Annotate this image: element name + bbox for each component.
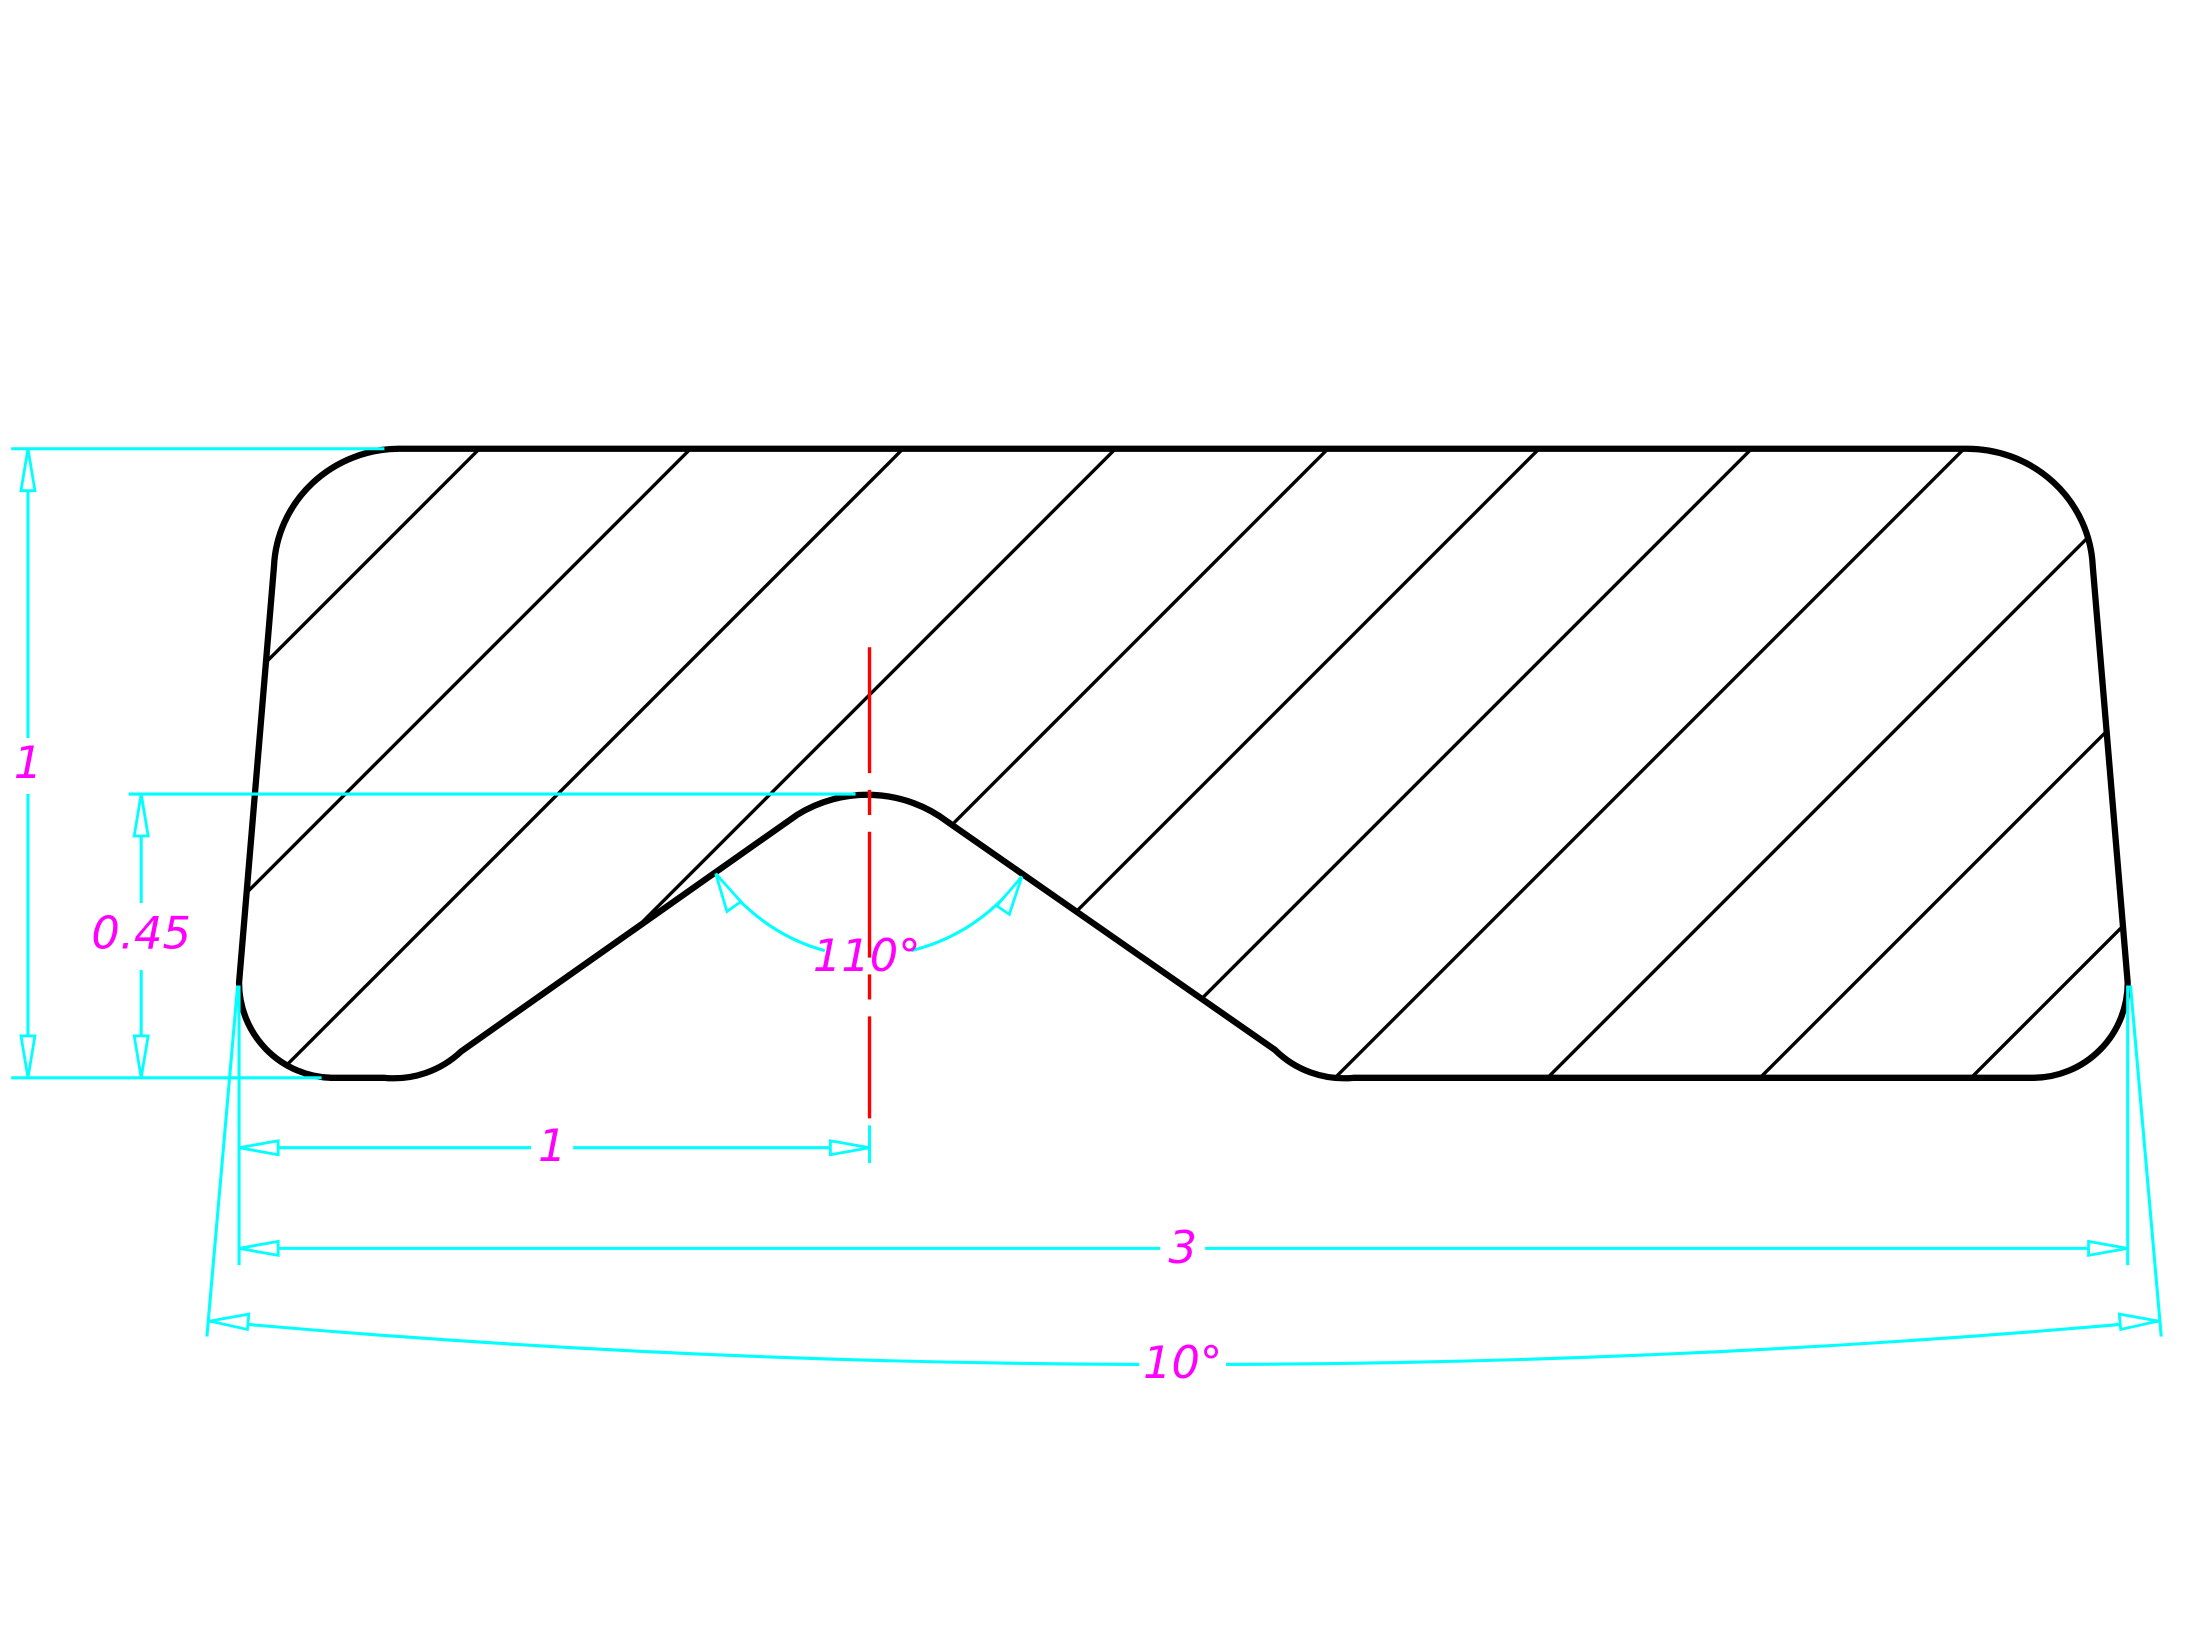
part-outline bbox=[235, 445, 2131, 1082]
height-dimension-label: 1 bbox=[14, 736, 42, 789]
height-dimension: 1 bbox=[11, 447, 385, 1080]
section-hatching bbox=[239, 448, 2128, 1079]
taper-angle-label: 10° bbox=[1143, 1336, 1222, 1389]
width-dimension: 3 bbox=[238, 985, 2130, 1274]
width-label: 3 bbox=[1168, 1221, 1196, 1274]
notch-angle-dimension: 110° bbox=[714, 872, 1024, 982]
taper-angle-dimension: 10° bbox=[205, 985, 2163, 1389]
notch-angle-label: 110° bbox=[813, 929, 921, 982]
notch-offset-dimension: 1 bbox=[237, 985, 870, 1266]
notch-height-dimension: 0.45 bbox=[91, 792, 856, 1079]
notch-height-label: 0.45 bbox=[91, 907, 191, 960]
notch-offset-label: 1 bbox=[538, 1119, 566, 1172]
